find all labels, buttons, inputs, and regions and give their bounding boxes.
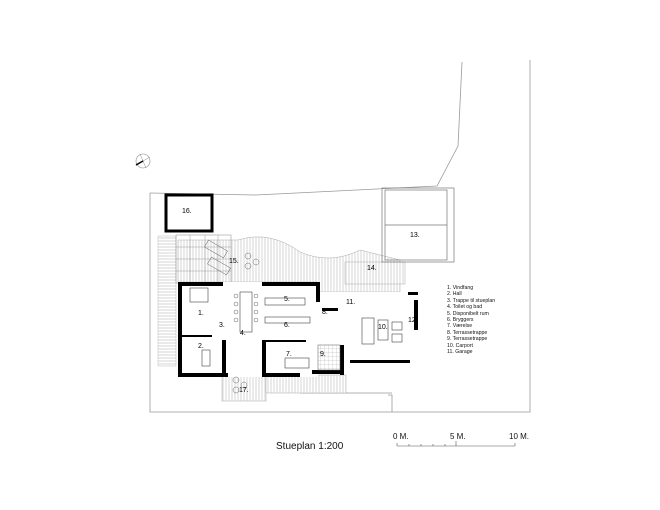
- room-label-6: 6.: [284, 322, 290, 329]
- room-label-3: 3.: [219, 322, 225, 329]
- legend-item: 11. Garage: [447, 349, 473, 356]
- scale-label-10: 10 M.: [509, 432, 530, 441]
- legend-item: 6. Bryggers: [447, 317, 474, 324]
- shed-16: [164, 193, 214, 233]
- room-label-10: 10.: [378, 324, 388, 331]
- room-label-9: 9.: [320, 351, 326, 358]
- legend-item: 7. Værelse: [447, 323, 473, 330]
- room-label-11: 11.: [346, 299, 355, 306]
- legend-item: 2. Hall: [447, 291, 462, 298]
- north-arrow-icon: [135, 153, 151, 169]
- house: [178, 239, 418, 394]
- scale-label-0: 0 M.: [393, 432, 409, 441]
- legend-item: 4. Toilet og bad: [447, 304, 483, 311]
- drawing-title: Stueplan 1:200: [276, 441, 344, 452]
- room-label-2: 2.: [198, 343, 204, 350]
- room-label-4: 4.: [240, 330, 246, 337]
- stairs-14: [344, 261, 406, 285]
- room-label-12: 12.: [408, 317, 418, 324]
- room-legend: 1. Vindfang 2. Hall 3. Trappe til stuepl…: [447, 285, 495, 355]
- room-label-17: 17.: [239, 387, 249, 394]
- room-label-8: 8.: [322, 309, 328, 316]
- legend-item: 9. Terrassetrappe: [447, 336, 488, 343]
- legend-item: 3. Trappe til stueplan: [447, 297, 496, 304]
- legend-item: 5. Disponibelt rum: [447, 310, 489, 317]
- steps-west: [157, 235, 177, 367]
- scale-bar: [396, 441, 516, 447]
- legend-item: 1. Vindfang: [447, 285, 474, 291]
- scale-label-5: 5 M.: [450, 432, 466, 441]
- room-label-7: 7.: [286, 351, 292, 358]
- room-label-15: 15.: [229, 258, 239, 265]
- room-label-16: 16.: [182, 208, 192, 215]
- legend-item: 8. Terrassetrappe: [447, 329, 488, 336]
- carport-13: [381, 187, 455, 263]
- room-label-5: 5.: [284, 296, 290, 303]
- terrace-south: [265, 374, 347, 394]
- room-labels: 1. 2. 3. 4. 5. 6. 7. 8. 9. 10. 11. 12. 1…: [182, 208, 420, 394]
- legend-item: 10. Carport: [447, 342, 473, 349]
- room-label-1: 1.: [198, 310, 204, 317]
- room-label-14: 14.: [367, 265, 377, 272]
- room-label-13: 13.: [410, 232, 420, 239]
